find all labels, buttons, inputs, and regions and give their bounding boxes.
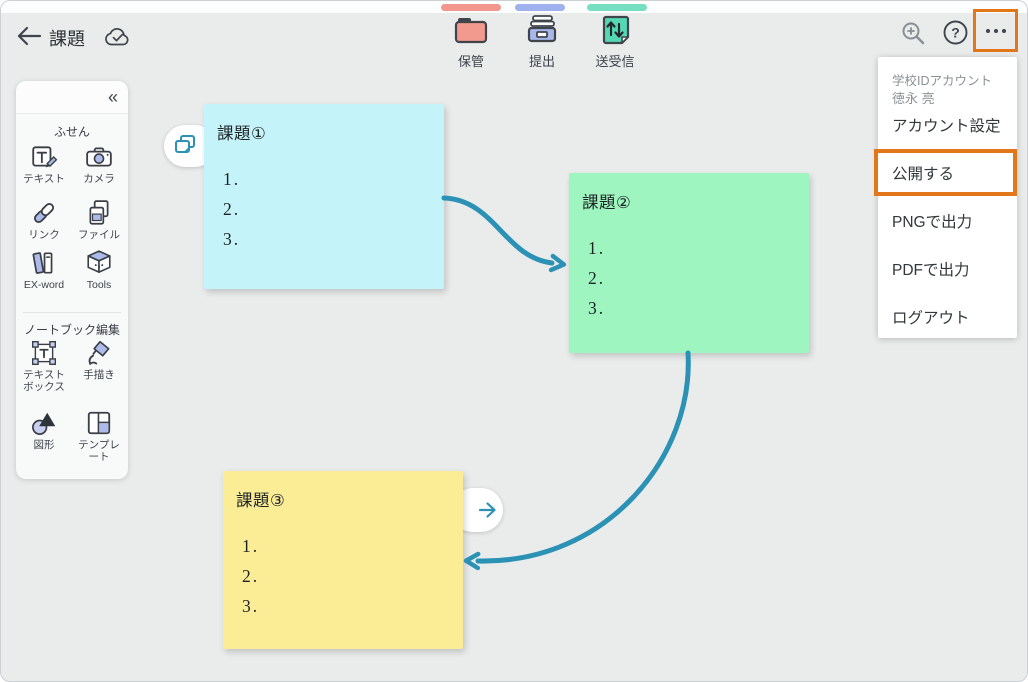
browser-tab-strip	[1, 1, 1027, 13]
arrow-right-icon	[478, 502, 496, 518]
tool-text-note[interactable]: テキスト	[17, 143, 71, 185]
note-title: 課題①	[217, 125, 267, 143]
tool-exword[interactable]: EX-word	[17, 249, 71, 291]
connector-note2-note3	[463, 350, 691, 571]
store-button[interactable]: 保管	[439, 14, 503, 70]
section-label-fusen: ふせん	[53, 125, 90, 139]
note-line: 2.	[588, 268, 606, 288]
menu-item-export-pdf[interactable]: PDFで出力	[878, 254, 1017, 284]
file-icon	[89, 200, 109, 225]
sticky-pages-icon	[175, 135, 195, 153]
folder-icon	[454, 18, 488, 44]
tab-edge-pink	[441, 4, 501, 11]
tool-tools[interactable]: Tools	[72, 249, 126, 291]
collapse-palette-button[interactable]: «	[106, 85, 120, 110]
tool-file[interactable]: ファイル	[72, 199, 126, 241]
tool-template[interactable]: テンプレート	[72, 409, 126, 463]
note-title: 課題②	[582, 194, 632, 212]
tool-label: テキスト	[23, 173, 65, 185]
note-line: 1.	[223, 169, 241, 189]
help-button[interactable]: ?	[942, 19, 969, 49]
tool-label: EX-word	[23, 279, 65, 291]
section-label-notebook-edit: ノートブック編集	[23, 323, 120, 337]
tool-label: ファイル	[78, 229, 120, 241]
note-body: 1. 2. 3.	[242, 531, 259, 621]
shapes-icon	[32, 412, 56, 435]
textbox-icon	[31, 340, 57, 366]
more-menu-button[interactable]	[973, 9, 1018, 52]
submit-label: 提出	[528, 54, 555, 69]
magnifier-plus-icon	[902, 22, 925, 45]
connector-note1-note2	[441, 195, 567, 273]
send-receive-icon	[602, 15, 630, 45]
back-arrow-icon	[17, 26, 42, 46]
tool-label: Tools	[86, 279, 112, 291]
template-layout-icon	[87, 411, 111, 435]
marker-pen-icon	[88, 340, 110, 366]
sticky-note-3[interactable]: 課題③ 1. 2. 3.	[223, 471, 463, 649]
store-label: 保管	[457, 54, 484, 69]
send-receive-label: 送受信	[595, 54, 635, 69]
note-title: 課題③	[236, 492, 286, 510]
link-icon	[33, 202, 55, 224]
note-body: 1. 2. 3.	[223, 164, 240, 254]
menu-item-publish[interactable]: 公開する	[878, 158, 1017, 188]
tool-label: リンク	[28, 229, 60, 241]
note-line: 3.	[223, 229, 241, 249]
note-line: 3.	[588, 298, 606, 318]
tab-edge-blue	[515, 4, 565, 11]
palette-divider	[23, 312, 121, 313]
page-title: 課題	[49, 29, 85, 49]
back-button[interactable]	[15, 25, 43, 49]
tool-palette: « ふせん テキスト カメラ	[16, 81, 128, 479]
note-line: 1.	[242, 536, 260, 556]
note-body: 1. 2. 3.	[588, 233, 605, 323]
toolbox-cube-icon	[87, 250, 111, 273]
send-receive-button[interactable]: 送受信	[580, 14, 650, 70]
cloud-sync-icon	[103, 25, 133, 53]
note-line: 1.	[588, 238, 606, 258]
dictionary-books-icon	[32, 252, 53, 274]
submit-button[interactable]: 提出	[510, 14, 574, 70]
tool-textbox[interactable]: テキストボックス	[17, 339, 71, 393]
submit-tray-icon	[527, 15, 557, 43]
tool-shapes[interactable]: 図形	[17, 409, 71, 451]
more-dots-icon	[985, 28, 990, 33]
account-type-label: 学校IDアカウント	[892, 74, 993, 88]
account-name-label: 徳永 亮	[892, 91, 935, 106]
tool-handdraw[interactable]: 手描き	[72, 339, 126, 381]
camera-icon	[86, 147, 112, 167]
note-line: 2.	[242, 566, 260, 586]
tool-label: カメラ	[83, 173, 115, 185]
tool-label: テキストボックス	[23, 369, 65, 393]
sticky-note-1[interactable]: 課題① 1. 2. 3.	[204, 104, 444, 289]
svg-text:?: ?	[951, 25, 960, 41]
menu-item-logout[interactable]: ログアウト	[878, 302, 1017, 332]
menu-item-export-png[interactable]: PNGで出力	[878, 206, 1017, 236]
question-icon: ?	[943, 20, 968, 45]
tool-label: 手描き	[83, 369, 115, 381]
menu-item-account-settings[interactable]: アカウント設定	[878, 110, 1017, 140]
sticky-note-2[interactable]: 課題② 1. 2. 3.	[569, 173, 809, 353]
tool-link[interactable]: リンク	[17, 199, 71, 241]
tool-camera[interactable]: カメラ	[72, 143, 126, 185]
more-menu-dropdown: 学校IDアカウント 徳永 亮 アカウント設定 公開する PNGで出力 PDFで出…	[878, 57, 1017, 338]
tab-edge-green	[587, 4, 647, 11]
note-line: 2.	[223, 199, 241, 219]
zoom-button[interactable]	[900, 20, 927, 50]
note-line: 3.	[242, 596, 260, 616]
text-note-icon	[32, 146, 58, 168]
palette-header	[16, 81, 128, 114]
tool-label: 図形	[33, 439, 55, 451]
tool-label: テンプレート	[78, 439, 120, 463]
